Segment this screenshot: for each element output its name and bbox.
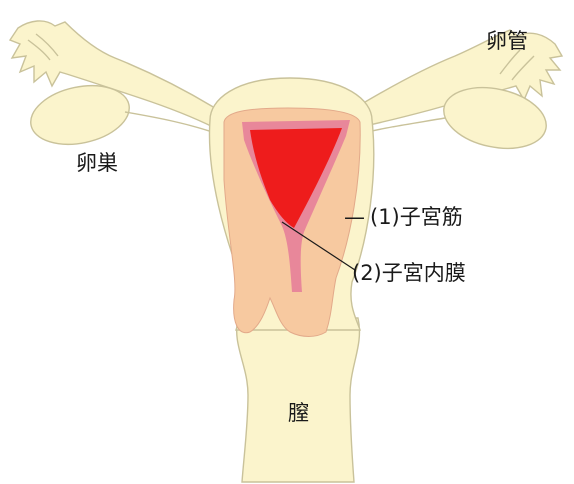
label-oviduct: 卵管 [486, 29, 528, 53]
label-dash: — [344, 205, 365, 229]
label-ovary: 卵巣 [76, 151, 118, 175]
label-endometrium: (2)子宮内膜 [352, 261, 466, 285]
vagina [237, 318, 360, 482]
label-vagina: 膣 [288, 401, 309, 425]
label-myometrium: (1)子宮筋 [370, 205, 463, 229]
